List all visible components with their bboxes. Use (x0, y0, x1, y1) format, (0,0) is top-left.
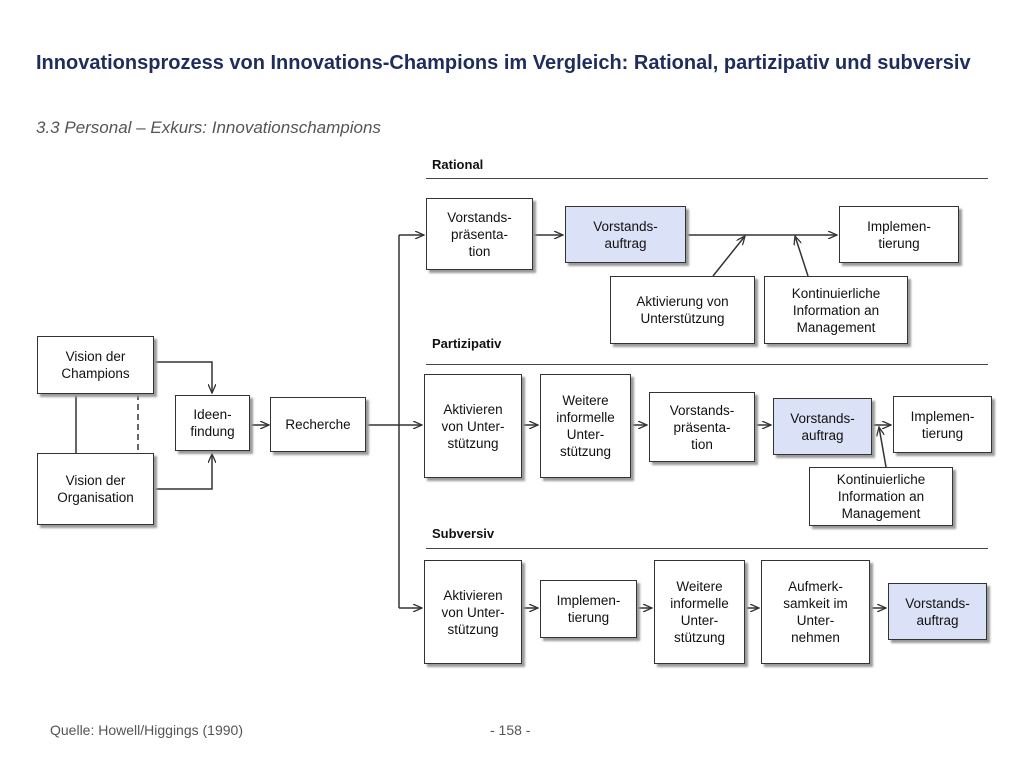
rational-information-box: Kontinuierliche Information an Managemen… (764, 276, 908, 344)
subversiv-weitere-box: Weitere informelle Unter- stützung (654, 560, 745, 664)
lane-label-subversiv: Subversiv (432, 526, 495, 541)
partizipativ-vorstandspraesentation-box: Vorstands- präsenta- tion (649, 392, 755, 462)
page-number: - 158 - (490, 722, 531, 738)
ideenfindung-box: Ideen- findung (175, 395, 250, 451)
arrow-rat-info-up (795, 236, 809, 277)
arrow-rat-aktivierung-up (712, 236, 745, 277)
partizipativ-information-box: Kontinuierliche Information an Managemen… (809, 467, 953, 526)
recherche-box: Recherche (270, 397, 366, 452)
source-note: Quelle: Howell/Higgings (1990) (50, 722, 243, 738)
subversiv-implementierung-box: Implemen- tierung (540, 580, 637, 638)
subversiv-aufmerksamkeit-box: Aufmerk- samkeit im Unter- nehmen (761, 560, 870, 664)
arrow-par-info-up (879, 427, 887, 468)
lane-rule-partizipativ (426, 364, 988, 365)
rational-vorstandspraesentation-box: Vorstands- präsenta- tion (426, 198, 533, 270)
subversiv-aktivieren-box: Aktivieren von Unter- stützung (424, 560, 522, 664)
vision-champions-box: Vision der Champions (37, 336, 154, 394)
lane-label-partizipativ: Partizipativ (432, 336, 502, 351)
arrow-champions-to-ideen (153, 361, 212, 393)
vision-organisation-box: Vision der Organisation (37, 453, 154, 525)
partizipativ-aktivieren-box: Aktivieren von Unter- stützung (424, 374, 522, 478)
lane-label-rational: Rational (432, 157, 484, 172)
rational-aktivierung-box: Aktivierung von Unterstützung (610, 276, 755, 344)
arrow-organisation-to-ideen (155, 454, 212, 490)
page-subtitle: 3.3 Personal – Exkurs: Innovationschampi… (36, 118, 381, 137)
page-title: Innovationsprozess von Innovations-Champ… (36, 52, 971, 74)
partizipativ-implementierung-box: Implemen- tierung (893, 396, 992, 453)
rational-vorstandsauftrag-box: Vorstands- auftrag (565, 206, 686, 263)
partizipativ-vorstandsauftrag-box: Vorstands- auftrag (773, 398, 872, 455)
subversiv-vorstandsauftrag-box: Vorstands- auftrag (888, 583, 987, 640)
lane-rule-subversiv (426, 548, 988, 549)
rational-implementierung-box: Implemen- tierung (839, 206, 959, 263)
partizipativ-weitere-box: Weitere informelle Unter- stützung (540, 374, 631, 478)
lane-rule-rational (426, 178, 988, 179)
